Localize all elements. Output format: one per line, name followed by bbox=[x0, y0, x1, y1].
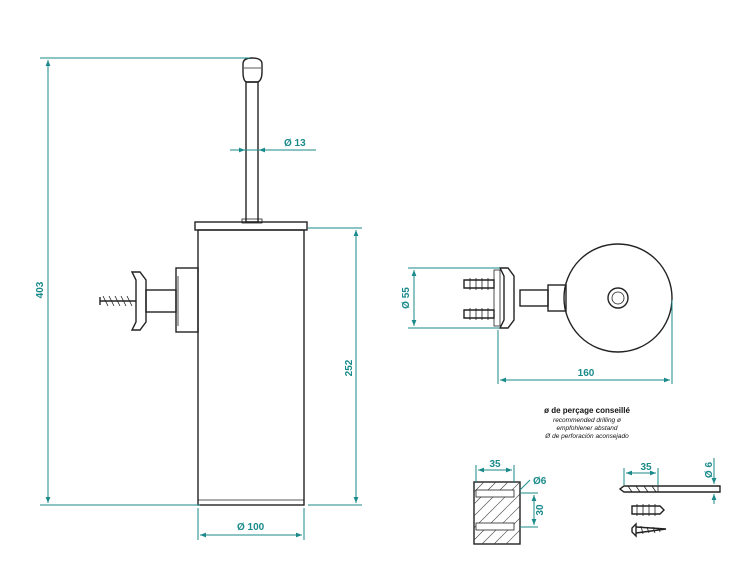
plug-section bbox=[473, 481, 521, 545]
container-body bbox=[197, 229, 305, 506]
dimension-bit-length: 35 bbox=[623, 462, 659, 485]
bit-length-label: 35 bbox=[640, 462, 652, 473]
wall-plate bbox=[130, 271, 147, 331]
bracket-diameter-label: Ø 55 bbox=[401, 287, 412, 309]
dimension-plug-spacing: 30 bbox=[520, 492, 546, 528]
plug-icon-upper bbox=[463, 278, 495, 290]
handle-knob bbox=[242, 57, 263, 83]
front-view bbox=[99, 57, 308, 506]
drilling-note-de: empfohlener abstand bbox=[556, 425, 617, 432]
wall-block bbox=[473, 481, 521, 545]
handle-top-circle bbox=[607, 287, 629, 309]
bit-diameter-label: Ø 6 bbox=[704, 462, 715, 479]
dimension-plug-width: 35 bbox=[475, 459, 515, 482]
dimension-bit-diameter: Ø 6 bbox=[704, 458, 717, 504]
screw-icon bbox=[631, 522, 667, 538]
drilling-note-es: Ø de perforación aconsejado bbox=[544, 433, 629, 440]
drilling-note-title: ø de perçage conseillé bbox=[544, 406, 630, 415]
drilling-note: ø de perçage conseillé recommended drill… bbox=[544, 406, 630, 440]
dimension-total-height: 403 bbox=[35, 57, 250, 506]
top-view bbox=[463, 243, 673, 353]
total-height-label: 403 bbox=[35, 281, 46, 298]
plug-spacing-label: 30 bbox=[535, 504, 546, 516]
drill-bit-icon bbox=[618, 485, 721, 493]
plug-width-label: 35 bbox=[489, 459, 501, 470]
mounting-arm bbox=[175, 267, 199, 333]
wall-plug-icon bbox=[631, 504, 665, 516]
dimension-projection: 160 bbox=[497, 300, 673, 384]
container-height-label: 252 bbox=[344, 359, 355, 376]
plug-drill-label: Ø6 bbox=[533, 476, 547, 487]
drill-hole-lower bbox=[475, 522, 515, 531]
dimension-bracket-diameter: Ø 55 bbox=[401, 267, 500, 329]
dimension-plug-drill: Ø6 bbox=[519, 476, 547, 491]
dimension-container-height: 252 bbox=[308, 227, 362, 506]
top-wall-plate bbox=[498, 267, 515, 329]
container-top-circle bbox=[563, 243, 673, 353]
dimension-handle-diameter: Ø 13 bbox=[230, 138, 316, 153]
wall-screw-icon bbox=[99, 295, 136, 307]
projection-label: 160 bbox=[578, 368, 595, 379]
plug-icon-lower bbox=[463, 308, 495, 320]
drilling-note-en: recommended drilling ø bbox=[553, 417, 621, 424]
dimension-container-diameter: Ø 100 bbox=[197, 508, 305, 540]
handle-rod bbox=[245, 81, 259, 223]
handle-diameter-label: Ø 13 bbox=[284, 138, 306, 149]
drill-hole-upper bbox=[475, 489, 515, 498]
container-diameter-label: Ø 100 bbox=[237, 522, 265, 533]
